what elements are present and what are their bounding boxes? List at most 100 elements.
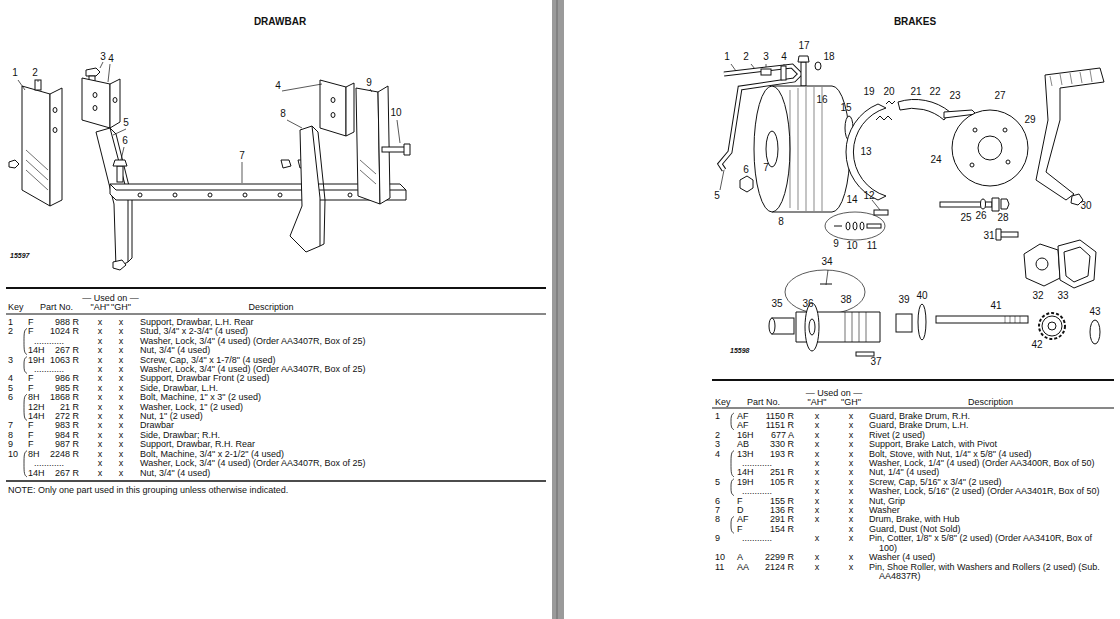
rh-rear-support — [356, 88, 380, 204]
used-mark: x — [113, 384, 129, 393]
part-number: 1151 R — [754, 421, 794, 430]
part-prefix: 14H — [28, 469, 50, 478]
part-number: 983 R — [39, 421, 79, 430]
used-mark: x — [843, 525, 859, 534]
used-mark: x — [113, 327, 129, 336]
callout-number: 43 — [1085, 306, 1105, 317]
used-mark: x — [809, 487, 825, 496]
used-mark: x — [809, 515, 825, 524]
part-number: 986 R — [39, 374, 79, 383]
callout-number: 40 — [912, 290, 932, 301]
key-number: 2 — [715, 431, 731, 440]
table-rule — [712, 379, 1114, 381]
group-bracket — [731, 516, 734, 533]
part-prefix: F — [28, 374, 50, 383]
gutter-line — [557, 0, 558, 619]
page-heading: BRAKES — [815, 16, 1015, 28]
used-mark: x — [92, 450, 108, 459]
callout-number: 25 — [956, 212, 976, 223]
column-header: "AH" — [85, 303, 115, 312]
lh-rear-support-flange — [50, 88, 62, 206]
part-number: 985 R — [39, 384, 79, 393]
brake-pedal — [1036, 68, 1104, 200]
key-number: 9 — [715, 534, 731, 543]
used-mark: x — [113, 431, 129, 440]
used-mark: x — [92, 431, 108, 440]
used-mark: x — [92, 337, 108, 346]
callout-number: 31 — [979, 230, 999, 241]
part-number: 267 R — [39, 346, 79, 355]
part-prefix: 14H — [28, 412, 50, 421]
part-number: 1150 R — [754, 412, 794, 421]
column-header: Key — [715, 398, 745, 407]
cap-screw — [801, 62, 806, 86]
part-prefix: AF — [737, 515, 759, 524]
part-placeholder: ............ — [742, 459, 792, 468]
part-prefix: AB — [737, 440, 759, 449]
part-number: 330 R — [754, 440, 794, 449]
part-description: Side, Drawbar; R.H. — [140, 431, 402, 440]
callout-number: 14 — [842, 194, 862, 205]
column-header: — Used on — — [71, 294, 151, 303]
part-description: Stud, 3/4" x 2-3/4" (4 used) — [140, 327, 402, 336]
part-description: Guard, Dust (Not Sold) — [869, 525, 1112, 534]
used-mark: x — [843, 468, 859, 477]
column-header: Description — [941, 398, 1041, 407]
used-mark: x — [92, 421, 108, 430]
part-number: 136 R — [754, 506, 794, 515]
callout-number: 42 — [1027, 339, 1047, 350]
part-number: 267 R — [39, 469, 79, 478]
part-description: Pin, Shoe Roller, with Washers and Rolle… — [869, 563, 1112, 582]
key-number: 7 — [8, 421, 24, 430]
part-description: Washer (4 used) — [869, 553, 1112, 562]
callout-number: 26 — [971, 210, 991, 221]
used-mark: x — [113, 450, 129, 459]
column-header: "GH" — [106, 303, 136, 312]
callout-number: 38 — [836, 294, 856, 305]
gasket — [1058, 240, 1096, 288]
used-mark: x — [92, 318, 108, 327]
part-number: 251 R — [754, 468, 794, 477]
part-description: Nut, Grip — [869, 497, 1112, 506]
part-prefix: 12H — [28, 403, 50, 412]
used-mark: x — [843, 487, 859, 496]
part-description: Nut, 3/4" (4 used) — [140, 346, 402, 355]
callout-number: 34 — [817, 256, 837, 267]
drawbar-figure — [9, 68, 410, 270]
part-number: 1024 R — [39, 327, 79, 336]
used-mark: x — [809, 506, 825, 515]
callout-number: 36 — [798, 298, 818, 309]
callout-number: 19 — [859, 86, 879, 97]
shaft — [936, 316, 1028, 323]
callout-number: 1 — [717, 51, 737, 62]
callout-number: 8 — [771, 216, 791, 227]
used-mark: x — [92, 346, 108, 355]
callout-number: 13 — [856, 146, 876, 157]
part-prefix: A — [737, 553, 759, 562]
bolt — [117, 166, 123, 182]
callout-number: 20 — [879, 86, 899, 97]
used-mark: x — [92, 459, 108, 468]
key-number: 3 — [8, 356, 24, 365]
part-description: Nut, 1" (2 used) — [140, 412, 402, 421]
key-number: 1 — [8, 318, 24, 327]
part-prefix: 19H — [28, 356, 50, 365]
used-mark: x — [809, 421, 825, 430]
leader-lines — [18, 62, 880, 285]
callout-number: 1 — [5, 67, 25, 78]
cover-plate — [1024, 244, 1060, 286]
part-prefix: 8H — [28, 450, 50, 459]
nut — [9, 160, 19, 168]
part-number: 155 R — [754, 497, 794, 506]
group-loop — [785, 270, 865, 314]
callout-number: 37 — [866, 356, 886, 367]
callout-number: 10 — [842, 240, 862, 251]
used-mark: x — [113, 365, 129, 374]
callout-number: 10 — [386, 107, 406, 118]
part-description: Screw, Cap, 5/16" x 3/4" (2 used) — [869, 478, 1112, 487]
part-number: 1063 R — [39, 356, 79, 365]
callout-number: 32 — [1028, 290, 1048, 301]
gear — [1039, 313, 1065, 339]
group-bracket — [24, 328, 27, 354]
nut — [113, 260, 126, 270]
